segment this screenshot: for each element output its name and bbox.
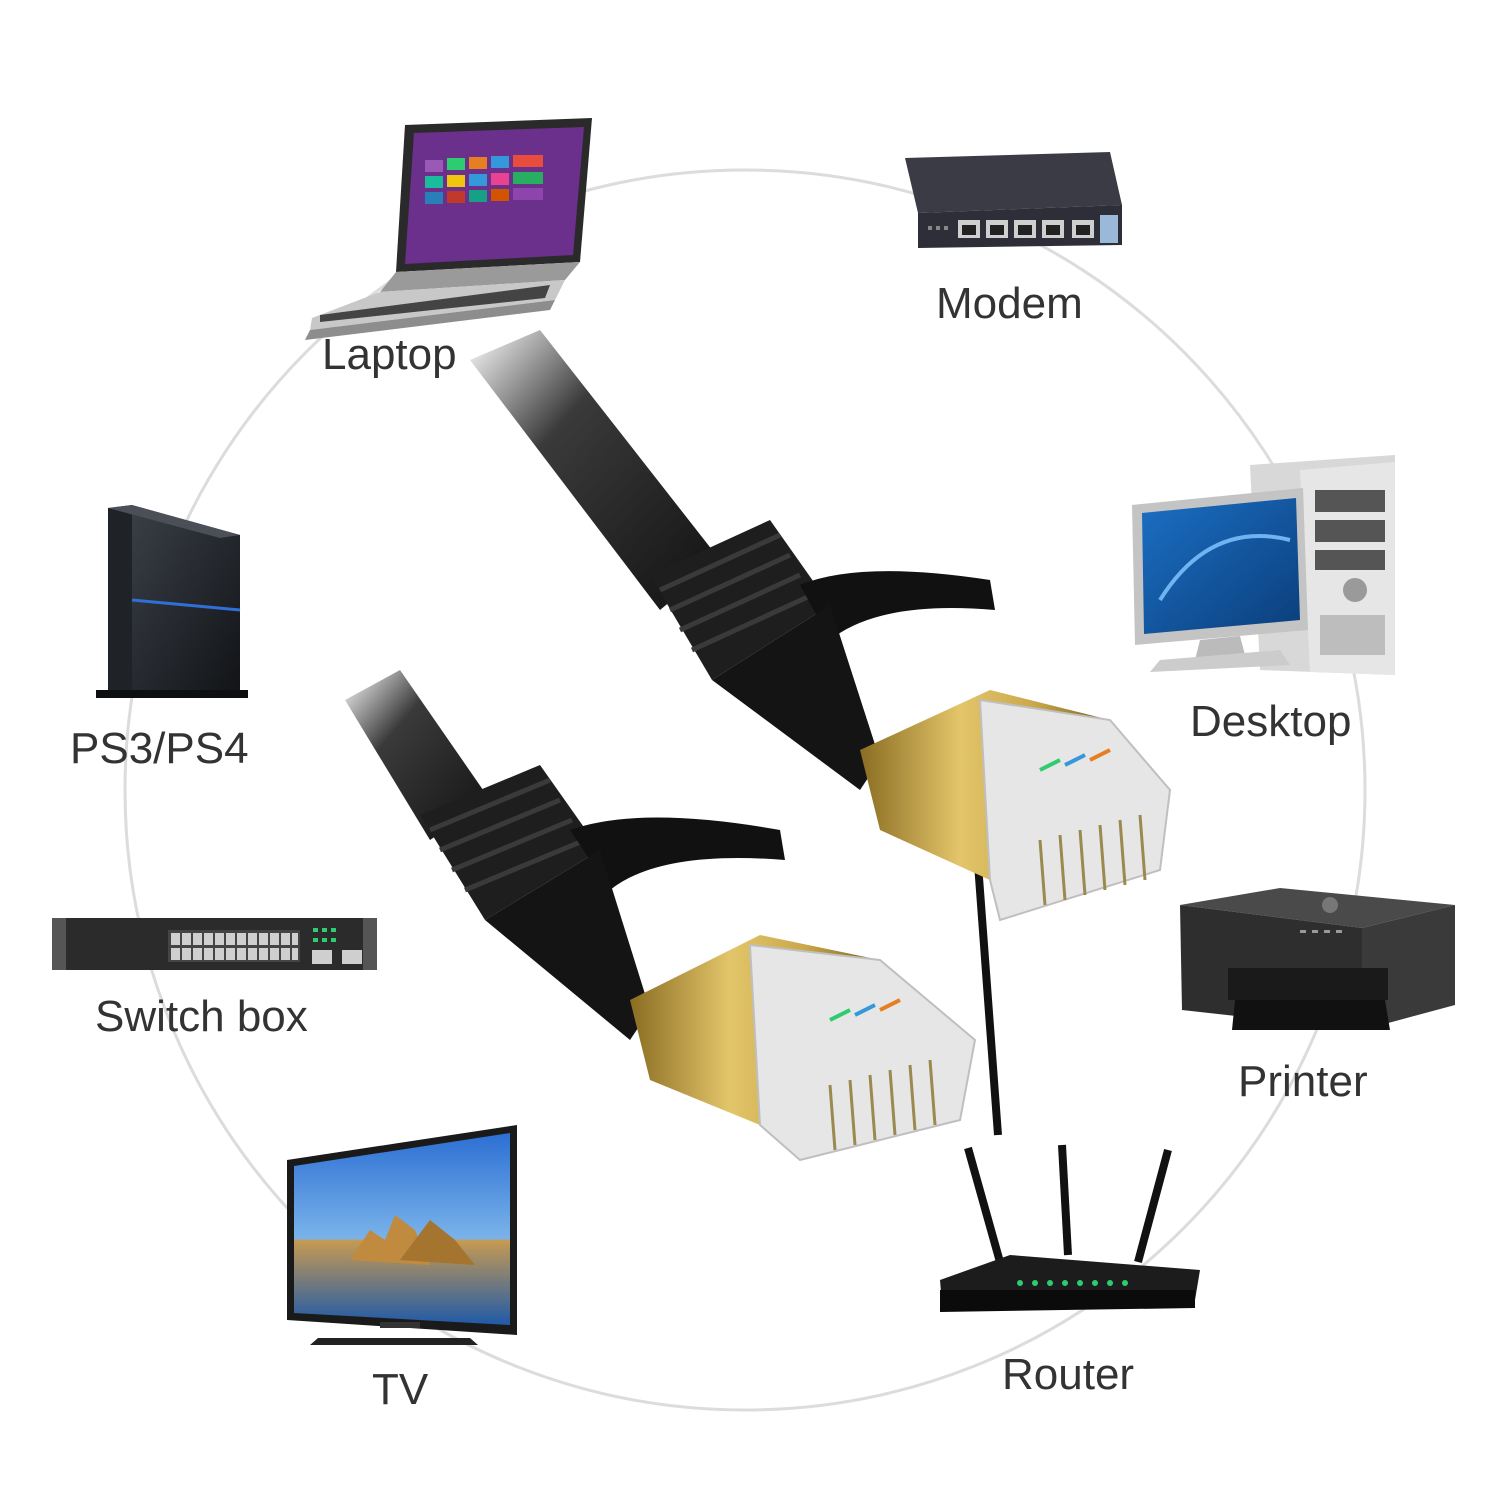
modem-label: Modem — [936, 279, 1083, 328]
tv-label: TV — [372, 1365, 429, 1414]
modem-icon — [905, 152, 1122, 248]
switch-label: Switch box — [95, 992, 308, 1041]
ethernet-cable-lower — [345, 670, 977, 1162]
printer-label: Printer — [1238, 1057, 1368, 1106]
router-icon — [940, 727, 1200, 1312]
desktop-label: Desktop — [1190, 697, 1352, 746]
laptop-icon — [305, 118, 592, 340]
game-console-icon — [96, 505, 248, 698]
printer-icon — [1180, 888, 1455, 1030]
laptop-label: Laptop — [322, 330, 457, 379]
router-label: Router — [1002, 1350, 1135, 1399]
game-console-label: PS3/PS4 — [70, 724, 249, 773]
connection-ring — [123, 168, 1367, 1412]
ethernet-cable-upper — [470, 330, 1172, 922]
tv-icon — [287, 1125, 517, 1345]
switch-icon — [52, 918, 377, 970]
desktop-icon — [1132, 455, 1395, 675]
